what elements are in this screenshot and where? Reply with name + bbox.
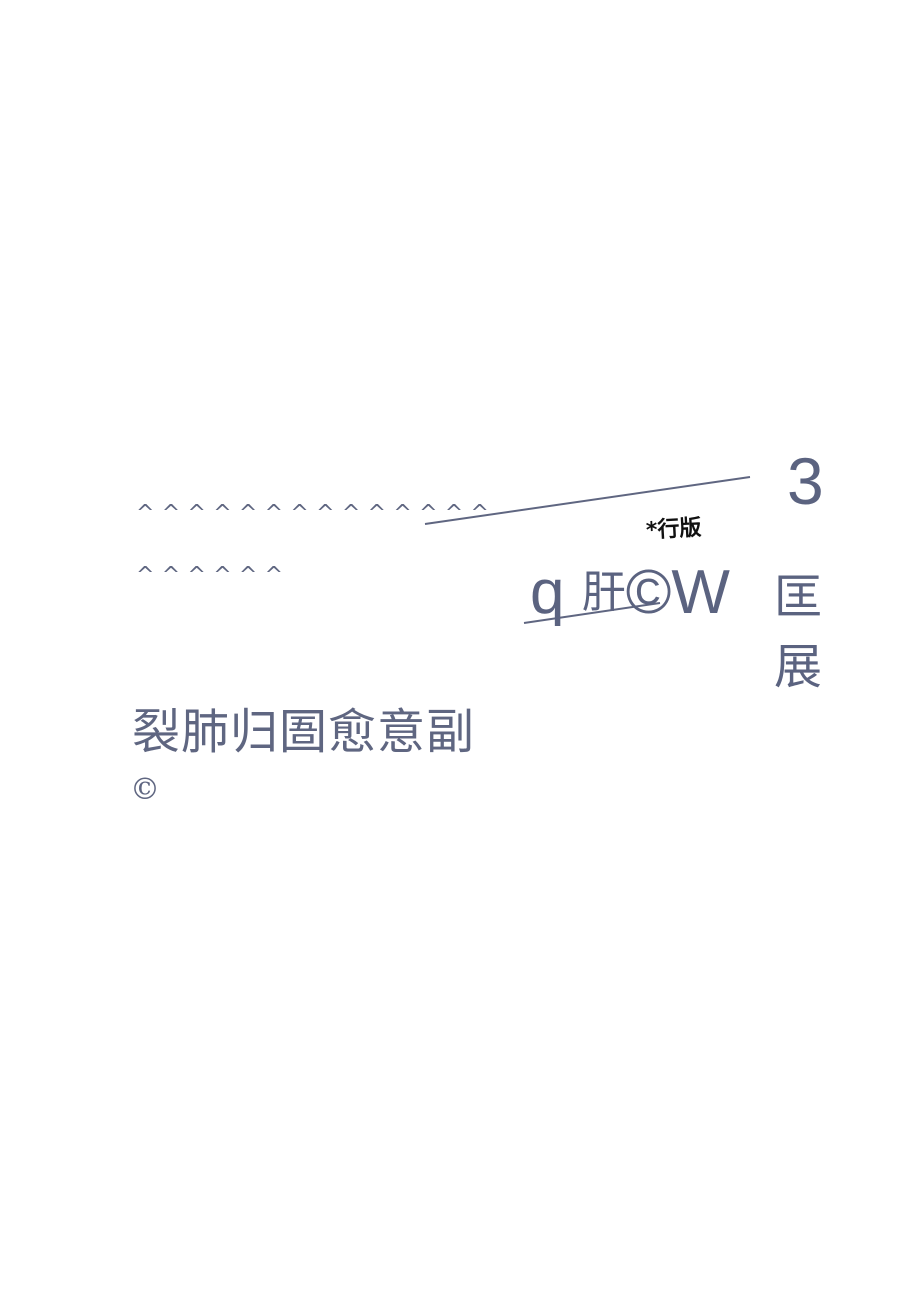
page-number: 3 — [787, 444, 824, 518]
diagonal-rule-top — [424, 476, 751, 525]
diagonal-rule-bottom — [523, 602, 661, 624]
caret-row-1: ^^^^^^^^^^^^^^ — [136, 501, 497, 526]
document-title: 裂肺归圄愈意副 — [132, 704, 476, 760]
heading-part-copyright-w: ©W — [625, 558, 730, 627]
heading-part-cjk: 肝 — [581, 567, 626, 618]
copyright-icon: © — [130, 772, 160, 807]
garbled-heading-line: q 肝©W — [530, 562, 730, 624]
vertical-char-1: 匡 — [774, 569, 823, 625]
heading-part-q: q — [530, 558, 565, 627]
vertical-char-2: 展 — [774, 639, 823, 695]
caret-row-2: ^^^^^^ — [136, 563, 291, 588]
stamp-text: *行版 — [645, 515, 703, 544]
